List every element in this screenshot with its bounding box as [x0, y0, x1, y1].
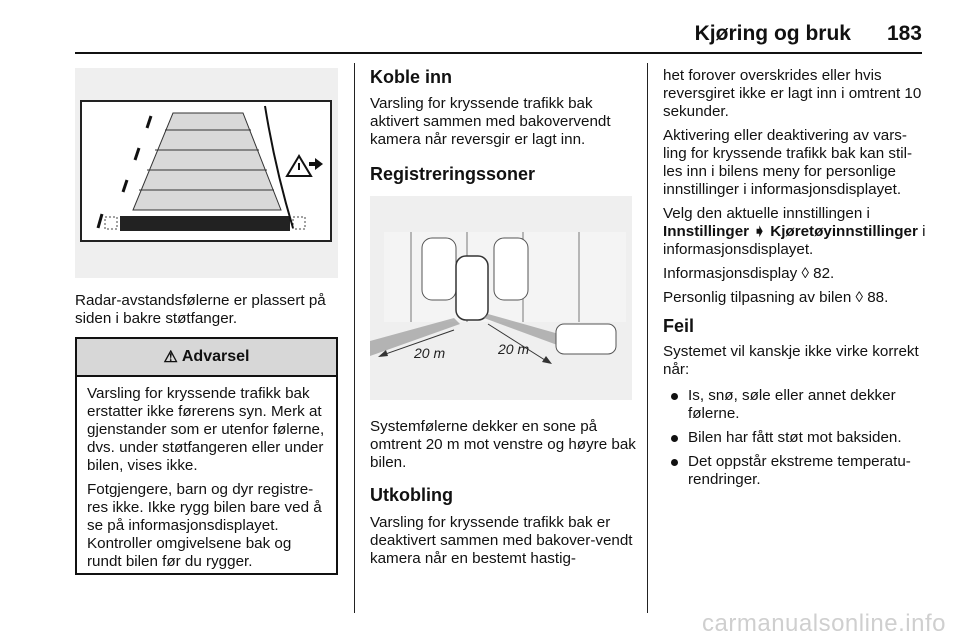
- bullet-icon: [671, 393, 678, 400]
- section-title: Kjøring og bruk: [694, 22, 851, 45]
- list-item-text: Bilen har fått støt mot baksiden.: [688, 429, 902, 446]
- page-number: 183: [886, 22, 922, 45]
- paragraph-continued: het forover overskrides eller hvis rever…: [663, 67, 922, 120]
- page-header: Kjøring og bruk 183: [695, 22, 922, 46]
- column-divider-2: [647, 63, 648, 613]
- warning-paragraph-1: Varsling for kryssende trafikk bak ersta…: [87, 385, 325, 474]
- settings-path: Innstillinger ➧ Kjøretøyinnstillinger: [663, 223, 918, 240]
- column-3-content: het forover overskrides eller hvis rever…: [663, 67, 928, 489]
- select-setting-text: Velg den aktuelle innstillingen i: [663, 205, 870, 222]
- info-display-reference: Informasjonsdisplay ◊ 82.: [663, 265, 835, 282]
- warning-icon: ⚠: [163, 349, 178, 366]
- heading-feil: Feil: [663, 316, 695, 336]
- warning-title: Advarsel: [181, 348, 250, 365]
- paragraph-activation: Aktivering eller deaktivering av vars-li…: [663, 127, 912, 198]
- heading-utkobling: Utkobling: [370, 485, 453, 505]
- select-setting-suffix: i informasjonsdisplayet.: [663, 223, 926, 258]
- watermark: carmanualsonline.info: [702, 610, 946, 637]
- paragraph-registreringssoner: Systemfølerne dekker en sone på omtrent …: [370, 418, 636, 471]
- distance-label-left: 20 m: [413, 345, 445, 361]
- header-rule: [75, 52, 922, 54]
- sensor-caption: Radar-avstandsfølerne er plassert på sid…: [75, 292, 326, 327]
- list-item: Det oppstår ekstreme temperatu-rendringe…: [671, 453, 928, 489]
- column-divider-1: [354, 63, 355, 613]
- detection-zone-illustration: 20 m 20 m: [370, 196, 632, 400]
- list-item: Is, snø, søle eller annet dekker følerne…: [671, 387, 928, 423]
- bullet-icon: [671, 459, 678, 466]
- paragraph-utkobling: Varsling for kryssende trafikk bak er de…: [370, 514, 633, 567]
- warning-box: ⚠ Advarsel Varsling for kryssende trafik…: [75, 337, 338, 575]
- list-item-text: Is, snø, søle eller annet dekker følerne…: [688, 387, 896, 422]
- paragraph-feil: Systemet vil kanskje ikke virke korrekt …: [663, 343, 919, 378]
- bullet-icon: [671, 435, 678, 442]
- paragraph-koble-inn: Varsling for kryssende trafikk bak aktiv…: [370, 95, 611, 148]
- distance-label-right: 20 m: [497, 341, 529, 357]
- display-illustration: [75, 68, 338, 278]
- heading-registreringssoner: Registreringssoner: [370, 164, 536, 184]
- list-item-text: Det oppstår ekstreme temperatu-rendringe…: [688, 453, 911, 488]
- personalization-reference: Personlig tilpasning av bilen ◊ 88.: [663, 289, 889, 306]
- paragraph-select-setting: Velg den aktuelle innstillingen i Innsti…: [663, 205, 928, 259]
- warning-paragraph-2: Fotgjengere, barn og dyr registre-res ik…: [87, 481, 322, 570]
- heading-koble-inn: Koble inn: [370, 67, 452, 87]
- warning-header: ⚠ Advarsel: [77, 339, 336, 377]
- list-item: Bilen har fått støt mot baksiden.: [671, 429, 928, 447]
